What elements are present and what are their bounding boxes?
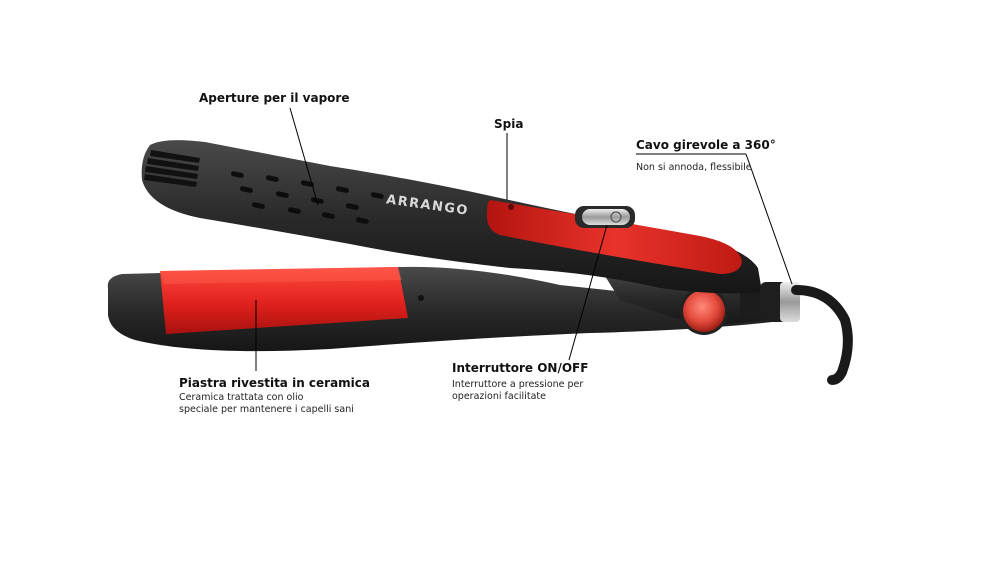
leader-steam-vents [289,107,319,206]
leader-lines [255,107,793,371]
on-off-switch-description-line-2: operazioni facilitate [452,391,546,402]
ceramic-plate-description-line-1: Ceramica trattata con olio [179,392,304,403]
ceramic-plate [160,267,408,334]
leader-cord [745,153,793,285]
swivel-cord-description: Non si annoda, flessibile [636,162,752,173]
on-off-switch-description-line-1: Interruttore a pressione per [452,379,584,390]
power-button [575,206,635,228]
steam-vents [230,171,384,224]
on-off-switch-title: Interruttore ON/OFF [452,361,589,375]
temperature-dial [683,290,725,332]
steam-vents-title: Aperture per il vapore [199,91,350,105]
leader-switch [568,224,608,361]
swivel-cord-title: Cavo girevole a 360° [636,138,776,152]
indicator-light-title: Spia [494,117,524,131]
ceramic-plate-title: Piastra rivestita in ceramica [179,376,371,390]
ceramic-plate-description-line-2: speciale per mantenere i capelli sani [179,404,354,415]
upper-arm [141,140,762,294]
control-strip [486,200,742,274]
swivel-cord [760,282,853,385]
indicator-light [508,204,514,210]
lower-arm [107,266,773,352]
